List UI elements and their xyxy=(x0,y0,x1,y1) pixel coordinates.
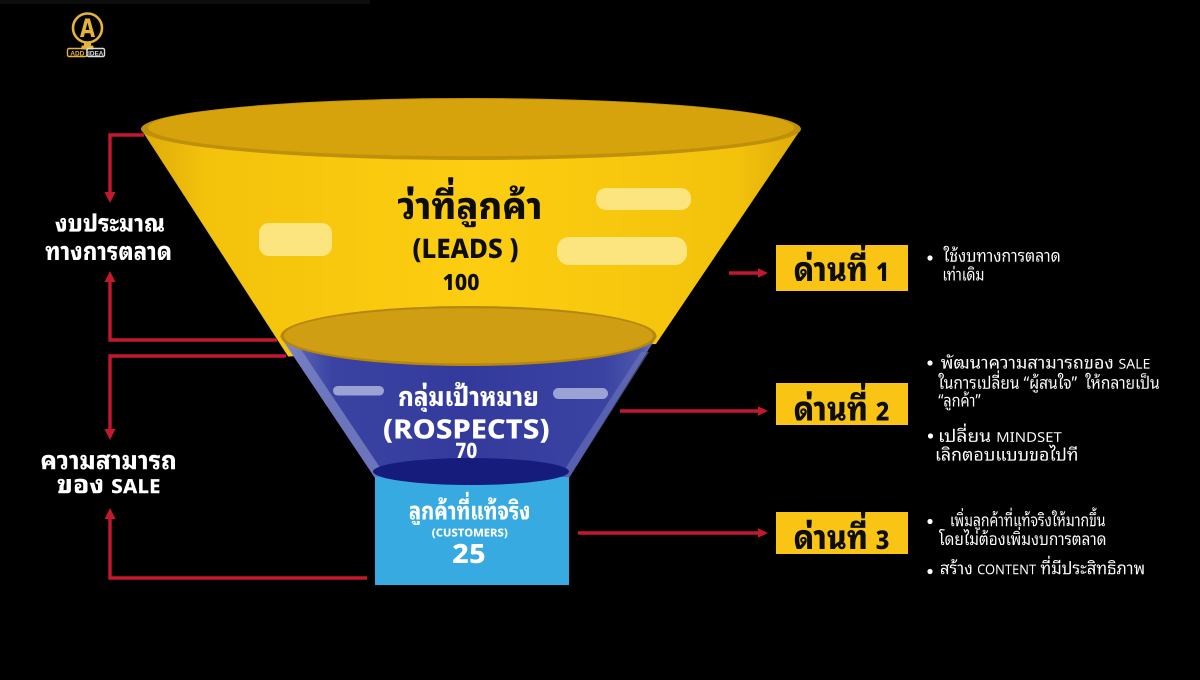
svg-text:ADD: ADD xyxy=(70,50,84,57)
svg-text:IDEA: IDEA xyxy=(88,50,104,57)
